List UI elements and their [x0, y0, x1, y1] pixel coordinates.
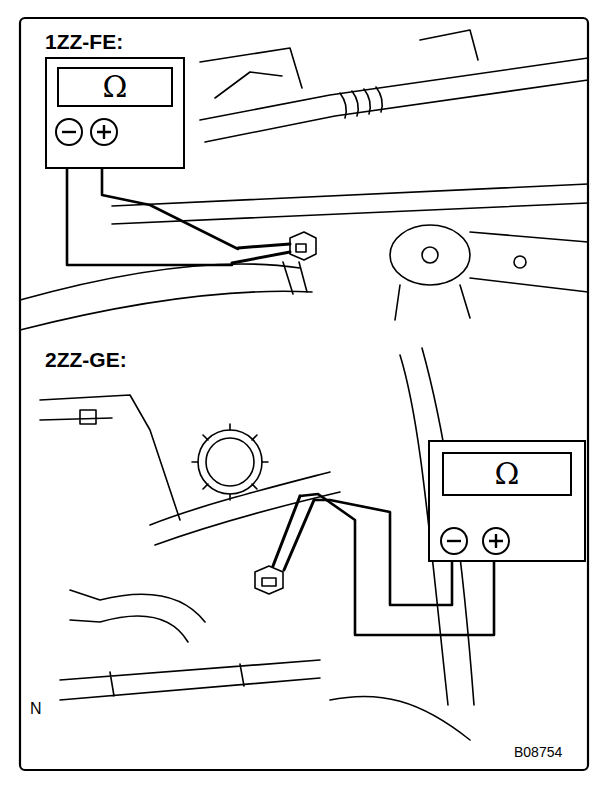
plus-terminal — [91, 119, 117, 145]
upper-bracket — [200, 30, 478, 98]
cap-ridges — [192, 424, 268, 500]
bolt — [514, 256, 526, 268]
sensor-body — [255, 566, 283, 594]
oil-filler-cap — [206, 438, 254, 486]
minus-sign — [447, 540, 461, 542]
figure-code: N — [28, 700, 44, 718]
lower-hose — [20, 264, 312, 330]
minus-terminal — [56, 119, 82, 145]
meter-display: Ω — [57, 67, 173, 107]
engine-cover — [40, 395, 180, 520]
test-probe — [232, 244, 290, 263]
coolant-pipe — [112, 184, 588, 224]
lower-pipe — [60, 660, 320, 700]
minus-terminal — [441, 528, 467, 554]
ohmmeter-box: Ω — [428, 440, 586, 562]
hose-clamp — [283, 262, 307, 294]
figure-frame — [20, 18, 588, 770]
plus-sign — [97, 125, 111, 139]
throttle-bracket — [395, 232, 588, 320]
ohm-symbol: Ω — [495, 459, 520, 489]
ohm-symbol: Ω — [103, 72, 128, 102]
throttle-body — [390, 225, 470, 285]
upper-engine-view — [20, 30, 588, 330]
minus-sign — [62, 131, 76, 133]
engine-contour — [330, 348, 474, 740]
plus-terminal — [483, 528, 509, 554]
meter-display: Ω — [442, 452, 572, 496]
air-hose — [200, 58, 588, 142]
engine-label: 2ZZ-GE: — [43, 348, 129, 371]
ohmmeter-box: Ω — [45, 57, 185, 169]
engine-label: 1ZZ-FE: — [43, 30, 125, 53]
side-hose — [70, 590, 205, 642]
bolt — [422, 247, 438, 263]
hose-ridges — [340, 87, 382, 118]
plus-sign — [489, 534, 503, 548]
lower-engine-view — [40, 348, 474, 740]
test-probe — [273, 496, 314, 570]
sensor-body — [290, 232, 316, 260]
figure-code: B08754 — [512, 745, 564, 760]
